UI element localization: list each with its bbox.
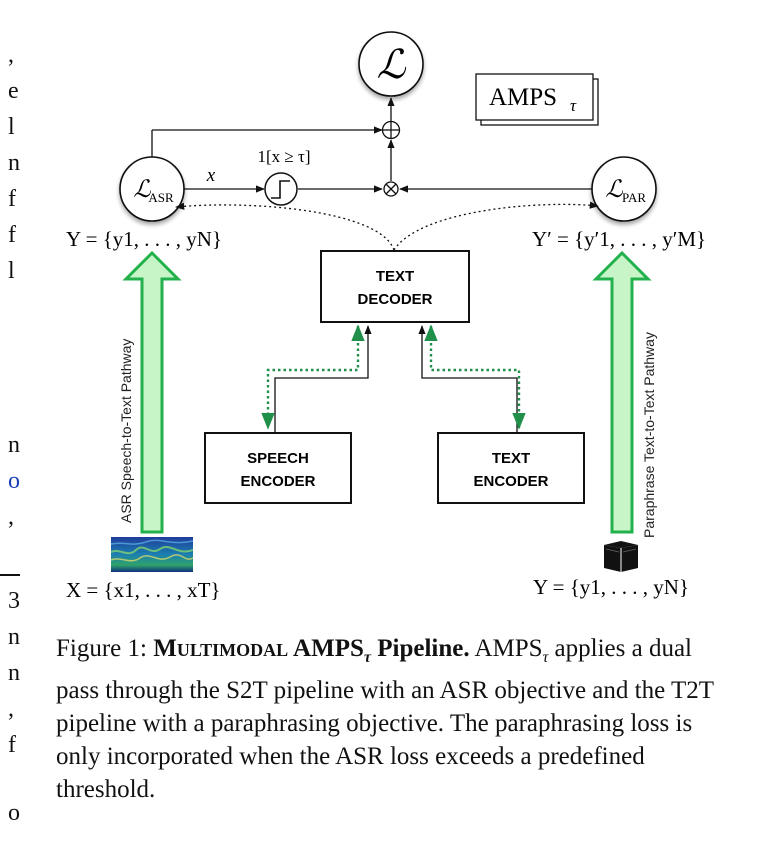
margin-char: 3 (8, 588, 20, 614)
text-to-decoder-arrow (418, 325, 518, 433)
amps-tau-badge: AMPS τ (475, 73, 599, 126)
amps-pipeline-figure: ℒ AMPS τ 1[x ≥ τ] x ℒ ASR ℒ PAR (66, 31, 706, 602)
text-decoder-box: TEXT DECODER (320, 250, 470, 323)
margin-char: n (8, 432, 20, 458)
caption-title-end: Pipeline. (370, 635, 470, 662)
amps-tau-subscript: τ (570, 96, 577, 115)
margin-char: n (8, 150, 20, 176)
margin-char: f (8, 222, 16, 248)
book-icon (604, 541, 638, 572)
times-operator (383, 181, 399, 197)
par-loss-node: ℒ PAR (591, 156, 657, 222)
text-encoder-line1: TEXT (492, 450, 530, 467)
par-loss-symbol: ℒ (605, 177, 623, 203)
y-input-label: Y = {y1, . . . , yN} (533, 575, 689, 599)
y-output-label: Y = {y1, . . . , yN} (66, 227, 222, 251)
caption-amps: AMPS (469, 635, 543, 662)
margin-char: n (8, 624, 20, 650)
margin-rule (0, 574, 20, 576)
threshold-indicator-label: 1[x ≥ τ] (258, 147, 311, 166)
decoder-text-green-dotted (429, 332, 526, 430)
x-input-label: X = {x1, . . . , xT} (66, 578, 221, 602)
margin-char: l (8, 114, 15, 140)
paraphrase-pathway-label: Paraphrase Text-to-Text Pathway (641, 332, 657, 538)
amps-label: AMPS (489, 84, 557, 111)
margin-char: e (8, 78, 19, 104)
text-decoder-line1: TEXT (376, 268, 414, 285)
margin-char: o (8, 468, 20, 494)
total-loss-node: ℒ (358, 31, 424, 97)
margin-char: , (8, 42, 14, 68)
margin-char: f (8, 732, 16, 758)
caption-title: Multimodal AMPSτ Pipeline. (153, 635, 470, 666)
text-encoder-line2: ENCODER (473, 473, 548, 490)
margin-char: f (8, 186, 16, 212)
plus-operator (381, 120, 401, 140)
par-loss-subscript: PAR (622, 190, 646, 205)
asr-pathway-label: ASR Speech-to-Text Pathway (118, 339, 134, 523)
x-edge-label: x (206, 165, 216, 186)
decoder-to-par-dotted (393, 201, 599, 251)
margin-char: , (8, 504, 14, 530)
text-decoder-line2: DECODER (357, 291, 432, 308)
speech-encoder-box: SPEECH ENCODER (204, 432, 352, 504)
left-margin-text-fragments: , e l n f f l n o , 3 n n , f o (0, 0, 40, 843)
margin-char: o (8, 800, 20, 826)
spectrogram-icon (110, 537, 194, 572)
speech-to-decoder-arrow (274, 325, 372, 433)
asr-loss-node: ℒ ASR (119, 156, 185, 222)
caption-amps-sub: τ (542, 649, 549, 666)
asr-pathway-arrow (122, 250, 182, 534)
figure-caption: Figure 1: Multimodal AMPSτ Pipeline. AMP… (56, 632, 718, 806)
speech-encoder-line1: SPEECH (247, 450, 309, 467)
margin-char: n (8, 660, 20, 686)
total-loss-symbol: ℒ (377, 42, 407, 87)
text-encoder-box: TEXT ENCODER (437, 432, 585, 504)
caption-title-sub: τ (363, 649, 371, 666)
asr-loss-symbol: ℒ (133, 177, 151, 203)
margin-char: l (8, 258, 15, 284)
speech-encoder-line2: ENCODER (240, 473, 315, 490)
margin-char: , (8, 696, 14, 722)
y-prime-output-label: Y′ = {y′1, . . . , y′M} (532, 227, 706, 251)
caption-title-text: Multimodal AMPS (153, 635, 364, 662)
decoder-to-asr-dotted (175, 202, 395, 251)
caption-body: applies a dual pass through the S2T pipe… (56, 635, 714, 803)
decoder-speech-green-dotted (261, 332, 360, 430)
threshold-step-node (264, 172, 298, 206)
paraphrase-pathway-arrow (592, 250, 652, 534)
caption-prefix: Figure 1: (56, 635, 154, 662)
asr-loss-subscript: ASR (148, 190, 174, 205)
